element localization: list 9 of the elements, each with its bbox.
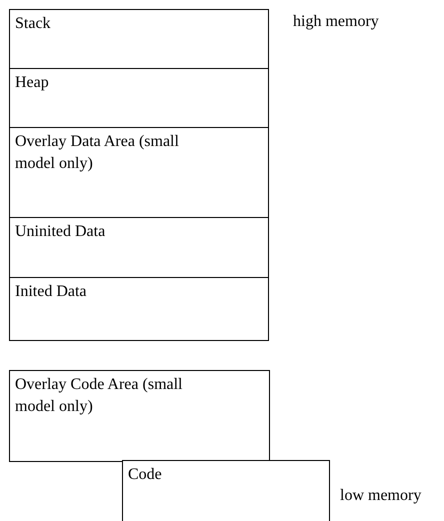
memory-segment: Heap (9, 68, 269, 129)
memory-label: high memory (293, 12, 379, 32)
memory-segment: Code (122, 460, 330, 521)
memory-segment: Inited Data (9, 277, 269, 341)
memory-segment: Uninited Data (9, 217, 269, 279)
memory-label: low memory (340, 486, 422, 506)
memory-segment: Overlay Code Area (small model only) (9, 370, 270, 462)
memory-segment: Overlay Data Area (small model only) (9, 127, 269, 219)
memory-segment: Stack (9, 9, 269, 70)
